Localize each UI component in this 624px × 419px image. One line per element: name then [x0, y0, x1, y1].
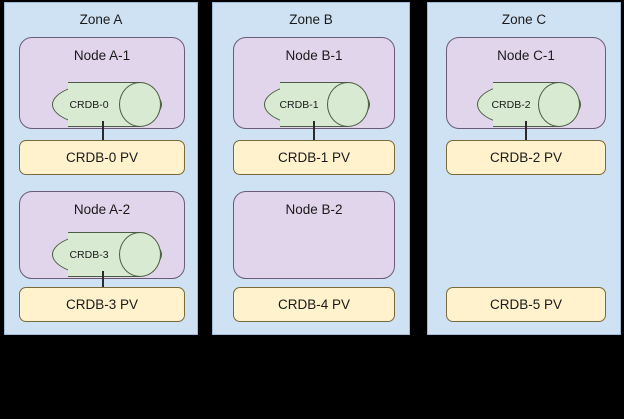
pod-crdb-1-label: CRDB-1 — [279, 98, 319, 111]
zone-a[interactable]: Zone A Node A-1 CRDB-0 CRDB-0 PV Node A-… — [4, 2, 198, 335]
zone-b[interactable]: Zone B Node B-1 CRDB-1 CRDB-1 PV Node B-… — [212, 2, 410, 335]
connector-crdb-1 — [313, 121, 315, 143]
pod-crdb-1[interactable]: CRDB-1 — [264, 82, 370, 127]
pv-crdb-3[interactable]: CRDB-3 PV — [19, 287, 185, 322]
pod-crdb-0-label: CRDB-0 — [69, 98, 109, 111]
connector-crdb-0 — [102, 121, 104, 143]
connector-crdb-3 — [102, 271, 104, 291]
pod-crdb-2-label: CRDB-2 — [491, 98, 531, 111]
pv-crdb-0[interactable]: CRDB-0 PV — [19, 140, 185, 175]
pv-crdb-1-label: CRDB-1 PV — [277, 149, 350, 165]
pod-crdb-3-label: CRDB-3 — [69, 248, 109, 261]
node-a-2-title: Node A-2 — [73, 202, 131, 217]
cylinder-cap — [327, 82, 369, 127]
node-b-1[interactable]: Node B-1 CRDB-1 — [233, 37, 395, 129]
pv-crdb-2-label: CRDB-2 PV — [489, 149, 562, 165]
pod-crdb-0[interactable]: CRDB-0 — [52, 82, 162, 127]
pv-crdb-4[interactable]: CRDB-4 PV — [233, 287, 395, 322]
node-c-1[interactable]: Node C-1 CRDB-2 — [446, 37, 606, 129]
cylinder-cap — [119, 232, 161, 277]
pv-crdb-5-label: CRDB-5 PV — [489, 296, 562, 312]
pod-crdb-2[interactable]: CRDB-2 — [477, 82, 581, 127]
zone-b-title: Zone B — [289, 12, 333, 27]
zone-a-title: Zone A — [79, 12, 123, 27]
pv-crdb-1[interactable]: CRDB-1 PV — [233, 140, 395, 175]
pod-crdb-3[interactable]: CRDB-3 — [52, 232, 162, 277]
node-a-2[interactable]: Node A-2 CRDB-3 — [19, 191, 185, 279]
cylinder-cap — [538, 82, 580, 127]
pv-crdb-4-label: CRDB-4 PV — [277, 296, 350, 312]
node-c-1-title: Node C-1 — [497, 48, 555, 63]
pv-crdb-3-label: CRDB-3 PV — [65, 296, 138, 312]
pv-crdb-2[interactable]: CRDB-2 PV — [446, 140, 606, 175]
node-a-1-title: Node A-1 — [73, 48, 131, 63]
connector-crdb-2 — [525, 121, 527, 143]
node-b-2-title: Node B-2 — [285, 202, 343, 217]
cylinder-cap — [119, 82, 161, 127]
zone-c-title: Zone C — [501, 12, 547, 27]
node-a-1[interactable]: Node A-1 CRDB-0 — [19, 37, 185, 129]
pv-crdb-0-label: CRDB-0 PV — [65, 149, 138, 165]
pv-crdb-5[interactable]: CRDB-5 PV — [446, 287, 606, 322]
node-b-2[interactable]: Node B-2 — [233, 191, 395, 279]
node-b-1-title: Node B-1 — [285, 48, 343, 63]
zone-c[interactable]: Zone C Node C-1 CRDB-2 CRDB-2 PV CRDB-5 … — [427, 2, 621, 335]
